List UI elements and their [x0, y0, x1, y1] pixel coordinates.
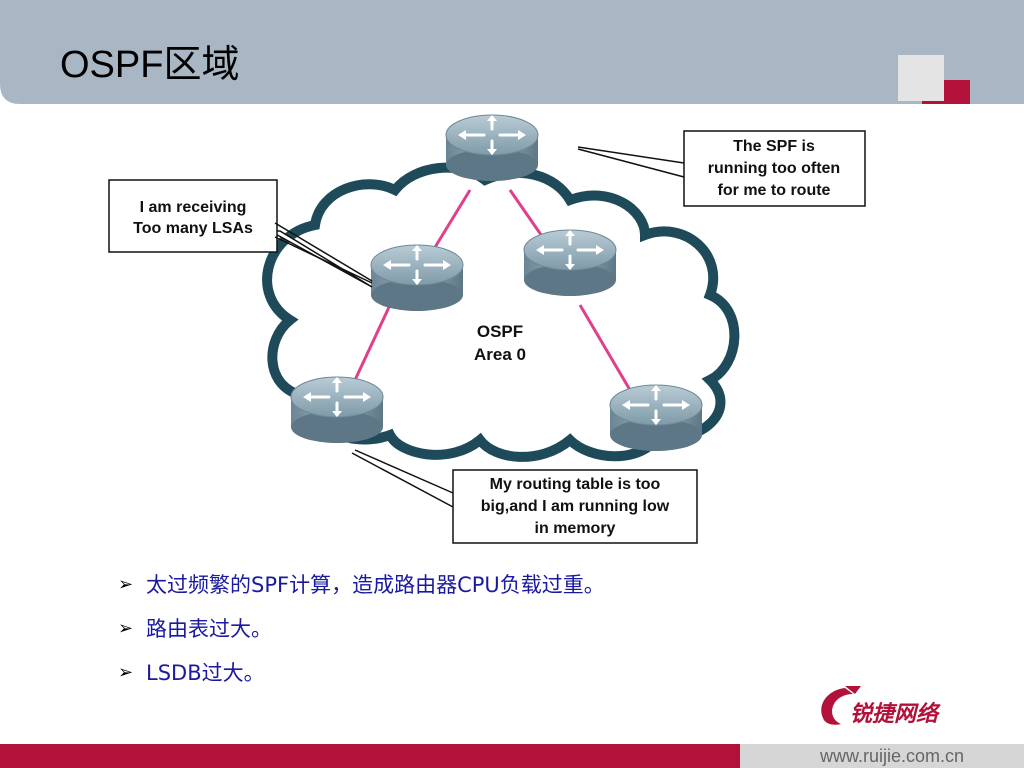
callout-left-line1: I am receiving: [140, 199, 247, 216]
callout-bottom-line2: big,and I am running low: [481, 498, 670, 515]
bullet-item: ➢ 太过频繁的SPF计算，造成路由器CPU负载过重。: [118, 562, 605, 606]
arrow-bullet-icon: ➢: [118, 573, 134, 595]
link-right-bottomright: [578, 304, 632, 391]
router-top: [444, 113, 540, 183]
bullet-item: ➢ LSDB过大。: [118, 650, 605, 694]
cloud-shape: [262, 162, 740, 462]
router-bottom-right: [608, 383, 704, 453]
callout-right-line2: running too often: [708, 160, 840, 177]
bullet-text: 路由表过大。: [146, 617, 272, 641]
router-bottom-left: [289, 375, 385, 445]
footer-url: www.ruijie.com.cn: [819, 746, 964, 766]
arrow-bullet-icon: ➢: [118, 661, 134, 683]
header-banner: [0, 0, 1024, 104]
callout-left-line2: Too many LSAs: [133, 220, 253, 237]
bullet-text: 太过频繁的SPF计算，造成路由器CPU负载过重。: [146, 573, 605, 597]
callout-bottom-line1: My routing table is too: [490, 476, 661, 493]
callout-bottom-line3: in memory: [535, 520, 616, 537]
router-left: [369, 243, 465, 313]
arrow-bullet-icon: ➢: [118, 617, 134, 639]
bullet-text: LSDB过大。: [146, 661, 265, 685]
callout-left-box: [108, 179, 278, 253]
link-left-bottomleft: [353, 304, 392, 381]
ospf-area-diagram: OSPF Area 0 I am receiving Too many LSAs…: [108, 113, 866, 544]
page-title: OSPF区域: [60, 44, 240, 86]
router-right: [522, 228, 618, 298]
footer-bar: [0, 744, 740, 768]
area-label-line1: OSPF: [477, 322, 523, 341]
ruijie-logo-icon: [821, 686, 861, 725]
bullet-item: ➢ 路由表过大。: [118, 606, 605, 650]
bullet-list: ➢ 太过频繁的SPF计算，造成路由器CPU负载过重。 ➢ 路由表过大。 ➢ LS…: [118, 562, 605, 694]
area-label-line2: Area 0: [474, 345, 526, 364]
callout-right-line1: The SPF is: [733, 138, 815, 155]
footer-gray-bar: [740, 744, 1024, 768]
logo-text: 锐捷网络: [850, 702, 939, 727]
callout-right-line3: for me to route: [718, 182, 831, 199]
callout-right-box: [683, 130, 866, 207]
